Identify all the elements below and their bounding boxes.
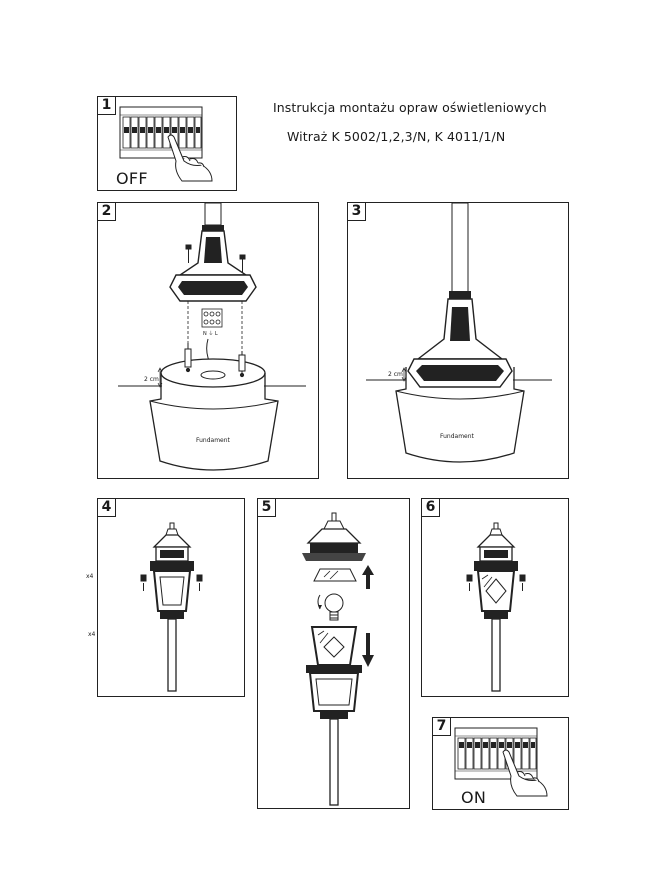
step-number: 3 <box>347 202 366 221</box>
bulb-replacement-illustration <box>302 512 374 806</box>
lantern-icon <box>466 522 526 692</box>
step-number: 5 <box>257 498 276 517</box>
document-subtitle: Witraż K 5002/1,2,3/N, K 4011/1/N <box>287 129 506 144</box>
step-5-panel: 5 x4 x4 <box>86 498 410 809</box>
arrow-down-icon <box>362 633 374 667</box>
step-2-panel: 2 <box>97 202 319 479</box>
hand-icon <box>167 134 213 182</box>
switchboard-icon <box>119 106 213 182</box>
dimension-label: 2 cm <box>144 376 159 383</box>
terminal-block-icon <box>201 308 223 328</box>
foundation-label: Fundament <box>440 433 474 440</box>
step-number: 4 <box>97 498 116 517</box>
step-number: 6 <box>421 498 440 517</box>
pane-count-bottom: x4 <box>88 631 96 638</box>
step-7-panel: 7 ON <box>432 717 569 810</box>
step-number: 1 <box>97 96 116 115</box>
step-number: 7 <box>432 717 451 736</box>
screw-icon <box>466 574 526 591</box>
foundation-label: Fundament <box>196 437 230 444</box>
screw-icon <box>185 244 246 273</box>
lantern-icon <box>140 522 203 692</box>
document-title: Instrukcja montażu opraw oświetleniowych <box>273 100 547 115</box>
off-caption: OFF <box>116 169 148 188</box>
pane-count-top: x4 <box>86 573 94 580</box>
hand-icon <box>502 749 548 797</box>
step-3-panel: 3 2 cm Fundament <box>347 202 569 479</box>
mounted-base-illustration <box>366 202 552 463</box>
arrow-up-icon <box>362 565 374 589</box>
on-caption: ON <box>461 788 487 807</box>
switchboard-icon <box>454 727 548 797</box>
step-1-panel: 1 OFF <box>97 96 237 191</box>
mounting-illustration <box>118 202 306 471</box>
step-number: 2 <box>97 202 116 221</box>
step-4-panel: 4 <box>97 498 245 697</box>
step-6-panel: 6 <box>421 498 569 697</box>
screw-icon <box>140 574 203 591</box>
dimension-label: 2 cm <box>388 371 403 378</box>
terminal-marks: N ⏚ L <box>203 331 218 337</box>
bulb-icon <box>324 593 344 621</box>
